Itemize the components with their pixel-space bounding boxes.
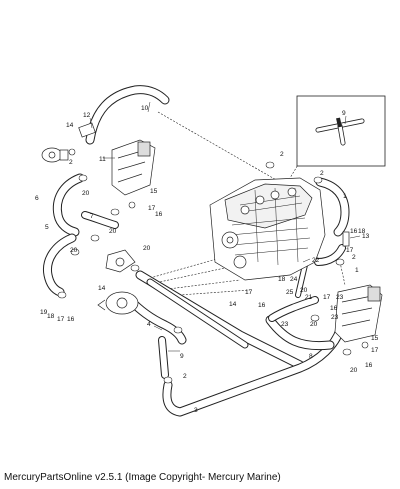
- callout-label: 17: [346, 247, 354, 254]
- callout-label: 15: [150, 188, 158, 195]
- callout-label: 14: [98, 285, 106, 292]
- callout-label: 23: [331, 314, 339, 321]
- callout-label: 5: [45, 224, 49, 231]
- exhaust-manifold-left: [111, 139, 156, 196]
- dashed-leader-lines: [149, 111, 346, 297]
- callout-label: 21: [305, 294, 313, 301]
- callout-label: 17: [57, 316, 65, 323]
- cooling-system-exploded-diagram: 1 1 2 2 2 2 2 3 4 5 6 7 8 9 9 10 11 12 1…: [35, 85, 386, 417]
- callout-label: 20: [82, 190, 90, 197]
- hoses: [42, 85, 350, 417]
- callout-label: 16: [330, 305, 338, 312]
- seawater-pump-upper: [41, 147, 69, 163]
- callout-label: 20: [109, 228, 117, 235]
- callout-label: 14: [229, 301, 237, 308]
- callout-label: 18: [47, 313, 55, 320]
- copyright-footer: MercuryPartsOnline v2.5.1 (Image Copyrig…: [4, 472, 281, 483]
- callout-label: 8: [309, 353, 313, 360]
- callout-label: 1: [343, 193, 347, 200]
- fitting-13: [342, 231, 350, 247]
- inset-box-part-9: [296, 95, 386, 167]
- callout-label: 24: [290, 276, 298, 283]
- callout-label: 16: [365, 362, 373, 369]
- callout-label: 16: [350, 228, 358, 235]
- callout-label: 13: [362, 233, 370, 240]
- callout-labels: 1 1 2 2 2 2 2 3 4 5 6 7 8 9 9 10 11 12 1…: [35, 105, 379, 414]
- seawater-pump-lower: [97, 291, 139, 315]
- callout-label: 16: [67, 316, 75, 323]
- callout-label: 20: [70, 247, 78, 254]
- callout-label: 19: [40, 309, 48, 316]
- callout-label: 14: [66, 122, 74, 129]
- callout-label: 10: [141, 105, 149, 112]
- callout-label: 23: [281, 321, 289, 328]
- callout-label: 22: [312, 257, 320, 264]
- callout-label: 17: [245, 289, 253, 296]
- callout-label: 12: [83, 112, 91, 119]
- callout-label: 1: [355, 267, 359, 274]
- callout-label: 20: [310, 321, 318, 328]
- exhaust-manifold-right: [334, 284, 383, 343]
- callout-label: 4: [147, 321, 151, 328]
- callout-label: 17: [148, 205, 156, 212]
- callout-label: 16: [258, 302, 266, 309]
- callout-label: 2: [280, 151, 284, 158]
- callout-label: 2: [69, 159, 73, 166]
- callout-label: 9: [180, 353, 184, 360]
- callout-label: 2: [320, 170, 324, 177]
- callout-label: 18: [358, 228, 366, 235]
- callout-label: 18: [278, 276, 286, 283]
- engine-block: [209, 177, 326, 281]
- hose-clamps: [57, 148, 369, 384]
- callout-label: 11: [99, 156, 106, 163]
- callout-label: 17: [371, 347, 379, 354]
- callout-label: 25: [286, 289, 294, 296]
- callout-label: 9: [342, 110, 346, 117]
- callout-label: 20: [300, 287, 308, 294]
- callout-label: 6: [35, 195, 39, 202]
- callout-label: 2: [183, 373, 187, 380]
- callout-label: 2: [352, 254, 356, 261]
- callout-label: 20: [143, 245, 151, 252]
- callout-label: 17: [323, 294, 331, 301]
- callout-label: 15: [371, 335, 379, 342]
- label-leader-lines: [89, 101, 361, 352]
- callout-label: 23: [336, 294, 344, 301]
- callout-label: 16: [155, 211, 163, 218]
- pipe-fitting-12: [78, 122, 96, 138]
- thermostat-housing: [105, 249, 136, 273]
- callout-label: 3: [194, 407, 198, 414]
- callout-label: 20: [350, 367, 358, 374]
- callout-label: 7: [90, 213, 94, 220]
